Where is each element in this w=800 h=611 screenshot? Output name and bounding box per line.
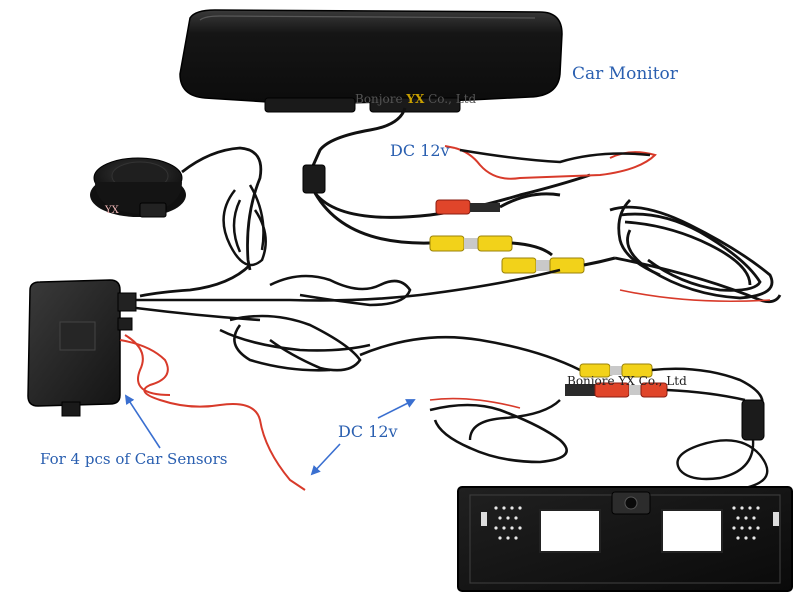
cable-coil-speaker (222, 184, 267, 267)
mirror-clip-right (369, 97, 461, 113)
watermark-speaker: YX (105, 205, 119, 216)
plate-slot-left (539, 509, 601, 553)
arrow-sensors (124, 394, 161, 449)
arrow-dc-bottom-cable (377, 399, 416, 419)
license-plate-camera (457, 486, 793, 592)
plate-led-dots (494, 506, 760, 540)
mirror-clip-left (264, 97, 356, 113)
watermark-cable: Bonjore YX Co., Ltd (567, 374, 687, 388)
mirror-cable (310, 107, 407, 169)
label-car-monitor: Car Monitor (572, 64, 678, 84)
red-rca-plug-top (435, 192, 561, 215)
yellow-rca-plugs-top (429, 235, 616, 274)
arrow-dc-bottom-wire (310, 443, 341, 476)
plate-slot-right (661, 509, 723, 553)
camera-connector (741, 399, 765, 441)
rca-plugs-bottom (565, 363, 668, 398)
mirror-connector (302, 164, 326, 194)
cable-coil-top-right (609, 199, 782, 304)
label-dc-top: DC 12v (390, 141, 450, 160)
buzzer-speaker (90, 157, 186, 218)
cable-coil-middle (219, 274, 412, 372)
control-box (27, 279, 137, 417)
mirror-monitor (179, 9, 563, 113)
watermark-mirror: Bonjore YX Co., Ltd (355, 92, 477, 106)
label-sensors: For 4 pcs of Car Sensors (40, 450, 228, 468)
label-dc-bottom: DC 12v (338, 422, 398, 441)
